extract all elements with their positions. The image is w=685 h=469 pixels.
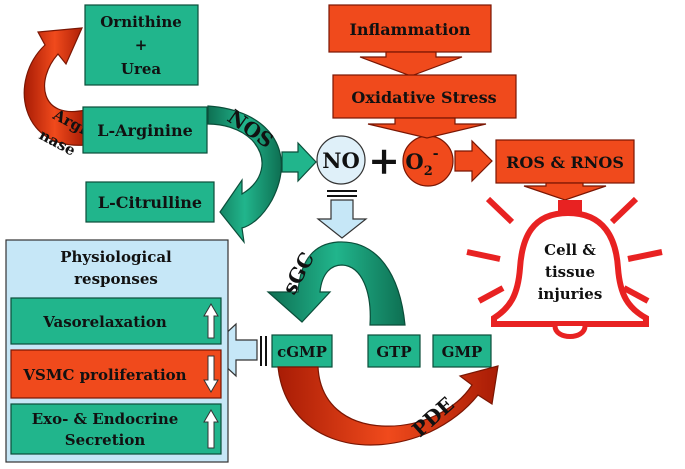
cgmp-box: cGMP [271, 334, 333, 368]
plus-sign: + [368, 138, 400, 183]
response-label: Vasorelaxation [42, 313, 167, 331]
response-item [10, 297, 222, 345]
no-circle: NO [316, 135, 366, 185]
response-label: Exo- & Endocrine [32, 410, 179, 428]
responses-title-1: Physiological [60, 248, 172, 266]
superoxide-circle: O2- [402, 135, 454, 187]
injury-label-2: tissue [545, 263, 595, 281]
arrow-up-icon [203, 409, 219, 449]
response-label: Secretion [65, 431, 146, 449]
ornithine-urea-box: Ornithine + Urea [84, 4, 199, 86]
arrow-no-to-sgc [316, 190, 368, 239]
gtp-box: GTP [367, 334, 421, 368]
inflammation-label: Inflammation [349, 20, 470, 39]
sgc-arrow: sGC [266, 241, 406, 326]
oxidative-stress-box: Oxidative Stress [332, 74, 517, 119]
o2-sub: 2 [424, 164, 433, 179]
inflammation-box: Inflammation [328, 4, 492, 53]
arrow-down-icon [203, 355, 219, 393]
gmp-label: GMP [442, 343, 483, 361]
arrow-ros-to-injury [523, 182, 607, 201]
injury-label-3: injuries [538, 285, 603, 303]
l-arginine-box: L-Arginine [82, 106, 208, 154]
ros-rnos-label: ROS & RNOS [506, 153, 624, 172]
responses-title-2: responses [74, 270, 158, 288]
l-arginine-label: L-Arginine [97, 121, 193, 140]
alarm-bell-icon: Cell & tissue injuries [466, 196, 663, 339]
arrow-to-no [281, 141, 317, 183]
responses-panel: Physiological responses VasorelaxationVS… [5, 239, 229, 463]
no-label: NO [322, 148, 360, 173]
l-citrulline-box: L-Citrulline [85, 181, 215, 223]
ros-rnos-box: ROS & RNOS [495, 139, 635, 184]
pde-arrow: PDE [277, 365, 499, 446]
arrow-stress-to-o2 [367, 117, 487, 139]
injury-label-1: Cell & [544, 241, 596, 259]
arrow-inflammation-to-stress [359, 51, 463, 77]
response-item [10, 403, 222, 455]
response-label: VSMC proliferation [22, 366, 186, 384]
gtp-label: GTP [376, 343, 411, 361]
o2-sup: - [433, 146, 439, 162]
l-citrulline-label: L-Citrulline [98, 193, 202, 212]
plus-label: + [135, 36, 148, 54]
arrow-up-icon [203, 303, 219, 339]
gmp-box: GMP [432, 334, 492, 368]
ornithine-label: Ornithine [100, 13, 182, 31]
arrow-to-ros [454, 139, 493, 183]
response-item [10, 349, 222, 399]
oxidative-stress-label: Oxidative Stress [351, 88, 496, 107]
urea-label: Urea [121, 60, 162, 78]
cgmp-label: cGMP [277, 343, 327, 361]
nos-arrow: NOS [207, 104, 282, 245]
o2-base: O [405, 149, 423, 174]
svg-text:O2-: O2- [405, 146, 438, 179]
